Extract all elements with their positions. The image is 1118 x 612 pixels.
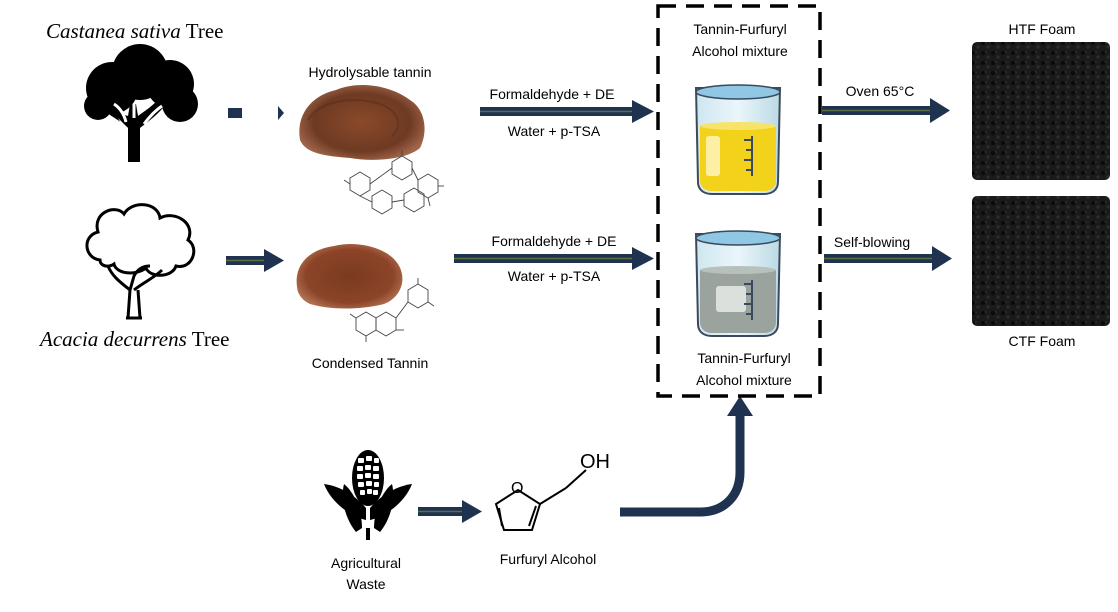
acacia-species: Acacia decurrens: [38, 327, 187, 351]
mixture-top-line2: Alcohol mixture: [692, 43, 788, 59]
arrow-bottom-reagents: [454, 247, 654, 270]
ctf-foam-image: [972, 196, 1110, 326]
condensed-tannin-label: Condensed Tannin: [312, 355, 429, 371]
mixture-bottom-line1: Tannin-Furfuryl: [697, 350, 790, 366]
htf-foam-image: [972, 42, 1110, 180]
oven-label: Oven 65°C: [846, 83, 915, 99]
hydrolysable-tannin-image: [299, 85, 444, 215]
top-reagent-above: Formaldehyde + DE: [490, 86, 615, 102]
condensed-tannin-image: [296, 244, 435, 342]
arrow-waste-to-furfuryl: [418, 500, 482, 523]
arrow-self-blowing: [824, 246, 952, 271]
arrow-oven: [822, 98, 950, 123]
corn-icon: [324, 450, 412, 540]
beaker-yellow-icon: [694, 84, 782, 195]
top-reagent-below: Water + p-TSA: [508, 123, 601, 139]
arrow-acacia-to-tannin: [226, 249, 284, 272]
bottom-reagent-above: Formaldehyde + DE: [492, 233, 617, 249]
ctf-foam-label: CTF Foam: [1009, 333, 1076, 349]
self-blowing-label: Self-blowing: [834, 234, 910, 250]
htf-foam-label: HTF Foam: [1009, 21, 1076, 37]
arrow-top-reagents: [480, 100, 654, 123]
mixture-top-line1: Tannin-Furfuryl: [693, 21, 786, 37]
mixture-bottom-line2: Alcohol mixture: [696, 372, 792, 388]
bottom-reagent-below: Water + p-TSA: [508, 268, 601, 284]
castanea-tree-icon: [84, 44, 198, 162]
ring-oxygen-label: O: [511, 480, 523, 497]
castanea-species: Castanea sativa: [46, 19, 181, 43]
oh-group-label: OH: [580, 451, 610, 473]
acacia-tree-icon: [85, 203, 196, 320]
hydrolysable-tannin-label: Hydrolysable tannin: [309, 64, 432, 80]
mixture-dashed-box: [656, 4, 822, 398]
arrow-castanea-to-tannin: [228, 106, 284, 120]
beaker-grey-icon: [694, 230, 782, 337]
waste-label: Waste: [346, 576, 385, 592]
furfuryl-alcohol-label: Furfuryl Alcohol: [500, 551, 596, 567]
arrow-furfuryl-to-mixture: [620, 396, 753, 517]
agricultural-label: Agricultural: [331, 555, 401, 571]
furfuryl-alcohol-structure: [494, 469, 587, 531]
castanea-suffix: Tree: [186, 19, 224, 43]
acacia-suffix: Tree: [192, 327, 230, 351]
